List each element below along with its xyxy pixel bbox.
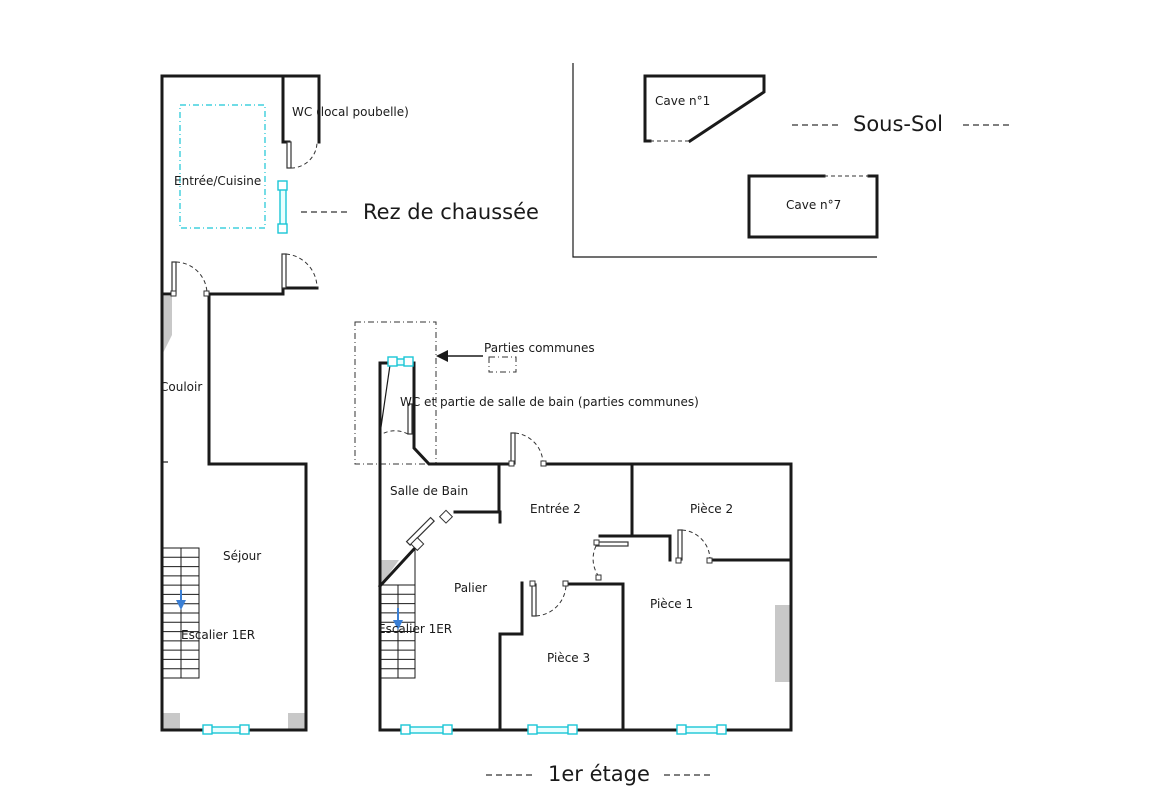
sous-sol-frame xyxy=(572,63,877,258)
common-area-outline xyxy=(354,321,437,465)
section-title-sous-sol: Sous-Sol xyxy=(853,112,943,136)
bathroom-walls xyxy=(453,462,502,524)
room-label-palier: Palier xyxy=(454,581,487,595)
rdc-fixed-element xyxy=(162,296,172,355)
door-swing xyxy=(175,261,208,295)
door-hinge xyxy=(675,557,682,564)
door-hinge xyxy=(540,460,547,467)
etage-common-walls xyxy=(378,361,513,466)
entree2-door[interactable] xyxy=(510,432,516,465)
room-label-wc: WC (local poubelle) xyxy=(292,105,409,119)
legend-common-symbol xyxy=(488,356,517,373)
door-swing xyxy=(290,141,318,169)
window-post xyxy=(567,724,578,735)
stair-steps xyxy=(163,556,199,670)
window-post xyxy=(277,223,288,234)
cave7-walls xyxy=(747,174,879,239)
door-hinge xyxy=(529,580,536,587)
rdc-outer-wall xyxy=(160,74,308,732)
piece3-door[interactable] xyxy=(531,583,537,617)
door-swing xyxy=(535,583,567,617)
bathroom-door[interactable] xyxy=(405,516,435,546)
section-title-rdc: Rez de chaussée xyxy=(363,200,539,224)
window-post xyxy=(716,724,727,735)
room-label-entree-cuisine: Entrée/Cuisine xyxy=(174,174,261,188)
rdc-window-side xyxy=(279,185,287,229)
door-hinge xyxy=(595,574,602,581)
door-hinge xyxy=(562,580,569,587)
window-post xyxy=(202,724,213,735)
section-title-etage: 1er étage xyxy=(548,762,650,786)
door-swing xyxy=(592,545,601,579)
door-swing xyxy=(681,529,711,561)
rdc-top-wall xyxy=(160,74,321,144)
door-hinge xyxy=(170,290,177,297)
label-wc-salle-bain-communes: WC et partie de salle de bain (parties c… xyxy=(400,395,699,409)
rdc-mid-wall xyxy=(160,286,319,296)
door-hinge xyxy=(438,509,454,524)
door-swing xyxy=(285,253,318,289)
common-partition xyxy=(379,364,391,435)
stair-steps xyxy=(381,593,415,670)
kitchen-door[interactable] xyxy=(281,253,287,289)
door-hinge xyxy=(706,557,713,564)
piece1-door[interactable] xyxy=(595,541,629,547)
room-label-salle-de-bain: Salle de Bain xyxy=(390,484,468,498)
etage-plan: Parties communes WC et partie de salle d… xyxy=(354,321,793,786)
door-swing xyxy=(381,430,409,435)
room-label-cave7: Cave n°7 xyxy=(786,198,841,212)
etage-window-1 xyxy=(405,726,449,734)
rdc-corner-block-right xyxy=(288,713,305,729)
rdc-staircase xyxy=(162,547,200,679)
room-label-piece1: Pièce 1 xyxy=(650,597,693,611)
room-label-entree2: Entrée 2 xyxy=(530,502,581,516)
room-label-piece3: Pièce 3 xyxy=(547,651,590,665)
room-label-sejour: Séjour xyxy=(223,549,261,563)
stair-direction-arrow-icon xyxy=(393,620,403,630)
window-post xyxy=(400,724,411,735)
etage-window-2 xyxy=(532,726,574,734)
room-label-piece2: Pièce 2 xyxy=(690,502,733,516)
rdc-plan: WC (local poubelle) Entrée/Cuisine Coulo… xyxy=(160,74,539,735)
window-post xyxy=(387,356,398,367)
door-swing xyxy=(514,432,544,465)
window-post xyxy=(403,356,414,367)
room-label-couloir: Couloir xyxy=(160,380,202,394)
label-parties-communes: Parties communes xyxy=(484,341,595,355)
entree2-walls xyxy=(598,462,672,562)
window-post xyxy=(676,724,687,735)
stair-diagonal-wall xyxy=(377,545,418,589)
arrow-head-icon xyxy=(436,350,448,362)
window-post xyxy=(239,724,250,735)
room-label-escalier-rdc: Escalier 1ER xyxy=(181,628,255,642)
rdc-corner-block-left xyxy=(163,713,180,729)
piece2-door[interactable] xyxy=(677,529,683,561)
etage-staircase xyxy=(380,548,416,679)
room-label-cave1: Cave n°1 xyxy=(655,94,710,108)
door-hinge xyxy=(410,536,425,552)
wc-wall xyxy=(281,74,291,144)
door-hinge xyxy=(203,290,210,297)
room-label-escalier-etage: Escalier 1ER xyxy=(378,622,452,636)
window-post xyxy=(442,724,453,735)
etage-wall-element xyxy=(775,605,790,682)
door-hinge xyxy=(508,460,515,467)
etage-window-3 xyxy=(681,726,723,734)
cave1-walls xyxy=(643,74,766,144)
kitchen-area-outline xyxy=(179,104,266,229)
common-wc-door[interactable] xyxy=(407,403,413,435)
window-post xyxy=(527,724,538,735)
door-hinge xyxy=(593,539,600,546)
wc-door[interactable] xyxy=(286,141,292,169)
corridor-door[interactable] xyxy=(171,261,177,295)
piece3-walls xyxy=(498,581,625,732)
sous-sol-plan: Cave n°1 Cave n°7 Sous-Sol xyxy=(572,63,1010,258)
window-post xyxy=(277,180,288,191)
etage-outer-wall xyxy=(378,361,793,732)
stair-direction-arrow-icon xyxy=(176,600,186,610)
